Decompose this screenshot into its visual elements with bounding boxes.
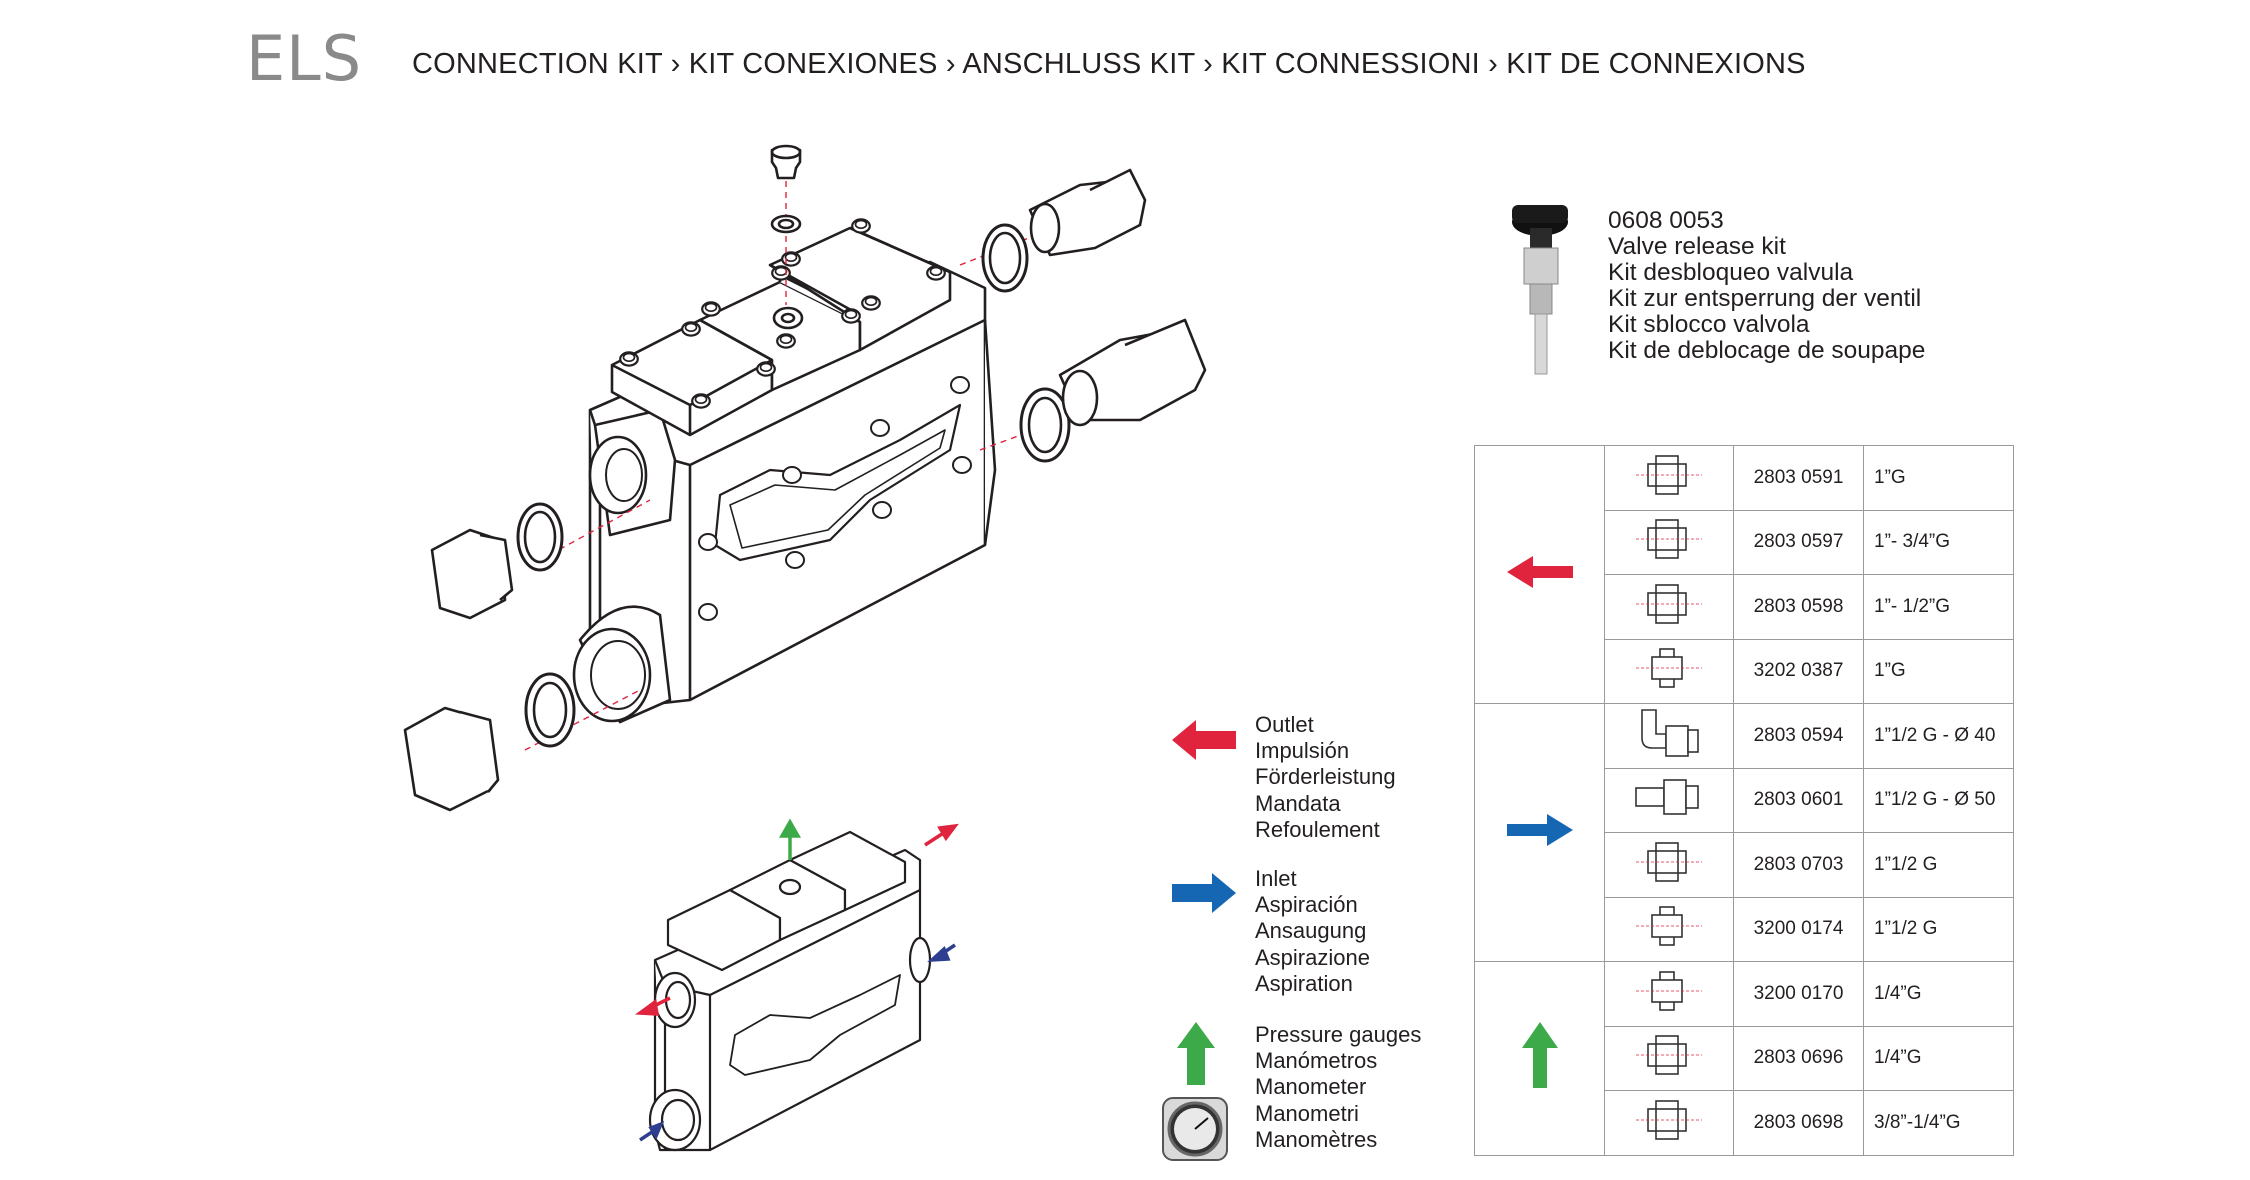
valve-kit-line: Kit de deblocage de soupape xyxy=(1608,337,1926,364)
legend-gauges: Pressure gauges Manómetros Manometer Man… xyxy=(1255,1022,1421,1153)
part-code: 2803 0696 xyxy=(1733,1025,1864,1091)
exploded-pump-drawing xyxy=(403,144,1207,812)
union-fitting-icon xyxy=(1604,509,1734,575)
union-fitting-icon xyxy=(1604,445,1734,511)
union-fitting-icon xyxy=(1604,1090,1734,1156)
legend-outlet: Outlet Impulsión Förderleistung Mandata … xyxy=(1255,712,1396,843)
nipple-fitting-icon xyxy=(1604,961,1734,1027)
page-subtitle: CONNECTION KIT › KIT CONEXIONES › ANSCHL… xyxy=(412,48,1806,80)
nipple-fitting-icon xyxy=(1604,638,1734,704)
part-code: 2803 0698 xyxy=(1733,1090,1864,1156)
part-size: 1”G xyxy=(1863,445,2014,511)
union-fitting-icon xyxy=(1604,574,1734,640)
flow-arrows-small xyxy=(635,818,959,1142)
legend-outlet-label: Förderleistung xyxy=(1255,764,1396,790)
part-code: 2803 0601 xyxy=(1733,767,1864,833)
part-size: 1”- 3/4”G xyxy=(1863,509,2014,575)
part-code: 2803 0594 xyxy=(1733,703,1864,769)
valve-kit-line: Valve release kit xyxy=(1608,233,1786,260)
legend-gauges-label: Manometer xyxy=(1255,1074,1367,1100)
page-title: ELS xyxy=(246,22,363,95)
blue-right-arrow-icon xyxy=(1474,703,1605,962)
legend-inlet-label: Aspiration xyxy=(1255,970,1353,996)
legend-gauges-label: Manómetros xyxy=(1255,1048,1378,1074)
union-fitting-icon xyxy=(1604,832,1734,898)
legend-outlet-label: Outlet xyxy=(1255,712,1314,737)
part-size: 1”G xyxy=(1863,638,2014,704)
straight-hose-fitting-icon xyxy=(1604,767,1734,833)
part-size: 1”1/2 G - Ø 50 xyxy=(1863,767,2014,833)
legend-inlet-label: Aspiración xyxy=(1255,892,1358,918)
part-size: 1/4”G xyxy=(1863,1025,2014,1091)
part-size: 1”- 1/2”G xyxy=(1863,574,2014,640)
part-code: 2803 0598 xyxy=(1733,574,1864,640)
valve-release-kit-image xyxy=(1512,205,1568,375)
legend-outlet-label: Refoulement xyxy=(1255,816,1380,842)
union-fitting-icon xyxy=(1604,1025,1734,1091)
valve-kit-description: 0608 0053 Valve release kit Kit desbloqu… xyxy=(1608,208,1925,364)
part-code: 3200 0174 xyxy=(1733,896,1864,962)
legend-inlet-label: Inlet xyxy=(1255,866,1297,891)
red-left-arrow-icon xyxy=(1474,445,1605,704)
legend-inlet-label: Ansaugung xyxy=(1255,918,1367,944)
legend-inlet: Inlet Aspiración Ansaugung Aspirazione A… xyxy=(1255,866,1370,997)
green-up-arrow-icon xyxy=(1474,961,1605,1156)
valve-kit-line: Kit zur entsperrung der ventil xyxy=(1608,285,1922,312)
part-code: 2803 0597 xyxy=(1733,509,1864,575)
part-size: 1”1/2 G - Ø 40 xyxy=(1863,703,2014,769)
legend-outlet-label: Mandata xyxy=(1255,790,1341,816)
legend-gauges-label: Manomètres xyxy=(1255,1126,1378,1152)
valve-kit-line: Kit sblocco valvola xyxy=(1608,311,1810,338)
part-size: 1/4”G xyxy=(1863,961,2014,1027)
part-code: 3200 0170 xyxy=(1733,961,1864,1027)
valve-kit-line: Kit desbloqueo valvula xyxy=(1608,259,1854,286)
flow-diagram-pump xyxy=(648,830,932,1152)
part-code: 2803 0703 xyxy=(1733,832,1864,898)
legend-inlet-label: Aspirazione xyxy=(1255,944,1370,970)
part-size: 1”1/2 G xyxy=(1863,832,2014,898)
legend-gauges-label: Manometri xyxy=(1255,1100,1359,1126)
part-code: 3202 0387 xyxy=(1733,638,1864,704)
elbow-fitting-icon xyxy=(1604,703,1734,769)
nipple-fitting-icon xyxy=(1604,896,1734,962)
part-size: 3/8”-1/4”G xyxy=(1863,1090,2014,1156)
part-code: 2803 0591 xyxy=(1733,445,1864,511)
legend-icons xyxy=(1162,720,1236,1161)
part-size: 1”1/2 G xyxy=(1863,896,2014,962)
legend-outlet-label: Impulsión xyxy=(1255,738,1350,764)
valve-kit-code: 0608 0053 xyxy=(1608,207,1724,234)
legend-gauges-label: Pressure gauges xyxy=(1255,1022,1422,1047)
